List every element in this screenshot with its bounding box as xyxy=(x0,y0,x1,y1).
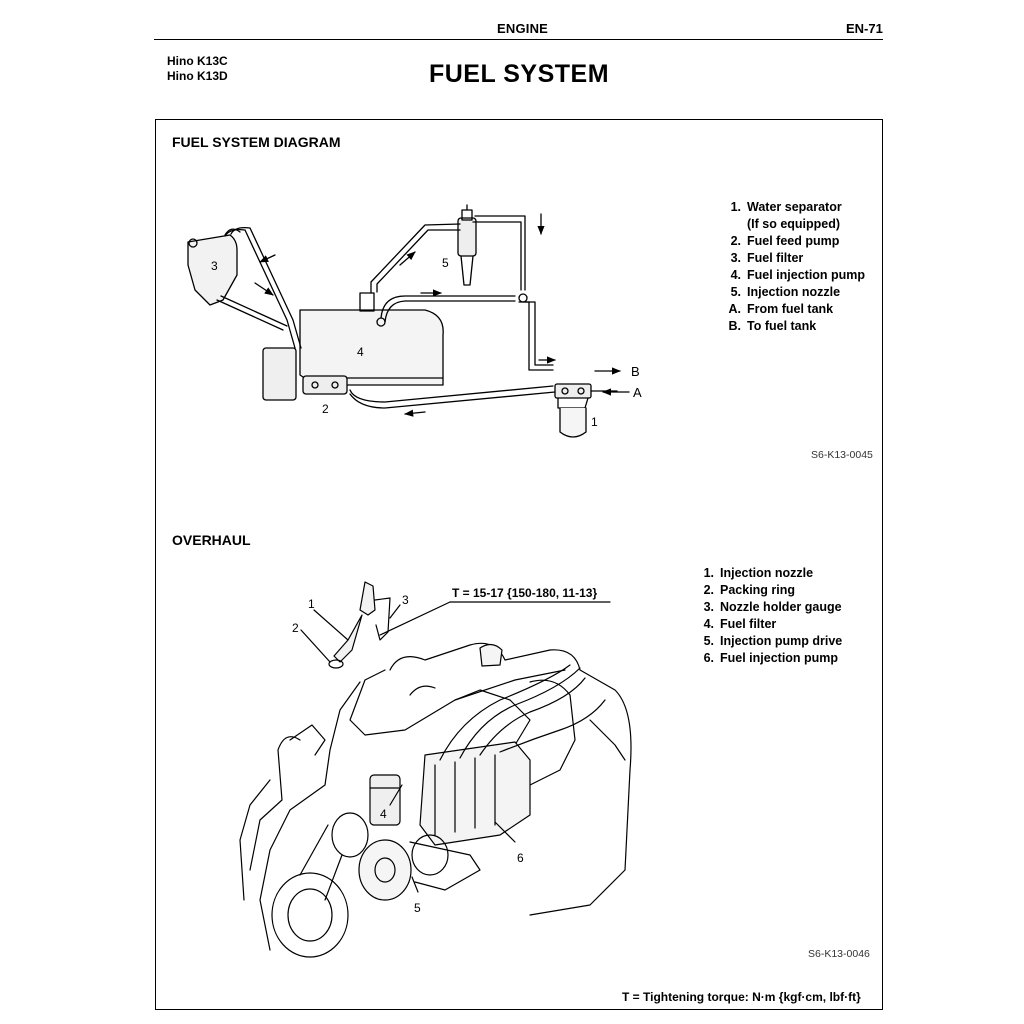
legend-item: 5.Injection nozzle xyxy=(730,285,841,299)
page-title: FUEL SYSTEM xyxy=(428,60,610,88)
callout-3: 3 xyxy=(211,259,218,273)
feed-pump-drawing xyxy=(302,375,348,395)
return-line xyxy=(518,301,554,371)
fuel-line xyxy=(220,295,288,327)
fuel-filter-drawing xyxy=(187,228,241,306)
leader-line xyxy=(411,876,419,893)
injection-line xyxy=(499,699,606,753)
callout-3: 3 xyxy=(402,593,409,607)
legend-item: 3.Nozzle holder gauge xyxy=(703,600,842,614)
flow-arrow xyxy=(259,254,276,263)
torque-leader xyxy=(379,601,451,636)
injection-nozzle-drawing xyxy=(457,204,477,286)
fuel-line xyxy=(380,295,516,319)
header-page-number: EN-71 xyxy=(846,21,883,36)
fuel-line xyxy=(216,299,284,331)
content-frame xyxy=(155,119,883,1010)
fuel-line xyxy=(384,300,516,323)
overhaul-heading: OVERHAUL xyxy=(172,532,251,548)
fuel-line xyxy=(370,223,461,294)
leader-line xyxy=(389,784,403,806)
callout-6: 6 xyxy=(517,851,524,865)
callout-1: 1 xyxy=(308,597,315,611)
callout-5: 5 xyxy=(442,256,449,270)
flow-arrow xyxy=(254,282,274,296)
model-name: Hino K13C xyxy=(167,54,228,68)
header-rule xyxy=(154,39,883,40)
torque-footnote: T = Tightening torque: N·m {kgf·cm, lbf·… xyxy=(622,990,861,1004)
callout-B: B xyxy=(631,364,640,379)
governor-housing-drawing xyxy=(262,347,297,401)
injection-line xyxy=(459,667,581,759)
callout-2: 2 xyxy=(292,621,299,635)
header-section: ENGINE xyxy=(497,21,549,36)
legend-item: 1.Water separator xyxy=(730,200,842,214)
callout-1: 1 xyxy=(591,415,598,429)
model-name: Hino K13D xyxy=(167,69,228,83)
feed-line xyxy=(349,391,556,409)
legend-item: 2.Fuel feed pump xyxy=(730,234,840,248)
fuel-line xyxy=(474,215,526,291)
legend-item: 2.Packing ring xyxy=(703,583,796,597)
engine-overhaul-illustration: T = 15-17 {150-180, 11-13} xyxy=(239,581,632,958)
leader-line xyxy=(300,629,331,663)
injection-pump-drawing xyxy=(369,741,531,846)
diagram-legend: 1.Water separator (If so equipped) 2.Fue… xyxy=(722,199,866,335)
feed-line xyxy=(349,385,554,403)
line-joint xyxy=(518,293,528,303)
injection-line xyxy=(439,664,571,761)
legend-item: 4.Fuel filter xyxy=(703,617,777,631)
callout-4: 4 xyxy=(380,807,387,821)
return-line xyxy=(524,301,554,366)
engine-block-drawing xyxy=(239,642,632,951)
leader-line xyxy=(389,604,401,619)
callout-5: 5 xyxy=(414,901,421,915)
fuel-line xyxy=(472,221,522,291)
fuel-line xyxy=(230,226,302,349)
model-list: Hino K13C Hino K13D xyxy=(167,54,228,84)
legend-item-note: (If so equipped) xyxy=(747,217,841,231)
legend-item: 4.Fuel injection pump xyxy=(730,268,866,282)
pump-drive-drawing xyxy=(271,812,481,958)
figure-code: S6-K13-0045 xyxy=(811,449,873,461)
legend-item: 5.Injection pump drive xyxy=(703,634,843,648)
injection-line xyxy=(479,677,586,756)
water-separator-drawing xyxy=(554,383,592,438)
flow-arrow xyxy=(399,251,416,266)
callout-2: 2 xyxy=(322,402,329,416)
callout-A: A xyxy=(633,385,642,400)
fuel-system-diagram: 3 4 5 2 1 B A xyxy=(187,204,642,438)
torque-label: T = 15-17 {150-180, 11-13} xyxy=(452,586,597,600)
legend-item: 3.Fuel filter xyxy=(730,251,804,265)
leader-line xyxy=(313,609,349,641)
leader-line xyxy=(494,821,516,843)
callout-4: 4 xyxy=(357,345,364,359)
legend-item: A.From fuel tank xyxy=(728,302,834,316)
fuel-line xyxy=(589,719,626,761)
diagram-heading: FUEL SYSTEM DIAGRAM xyxy=(172,134,341,150)
injection-pump-drawing xyxy=(299,292,444,386)
legend-item: 6.Fuel injection pump xyxy=(703,651,839,665)
figure-code: S6-K13-0046 xyxy=(808,948,870,960)
fuel-line xyxy=(376,229,461,293)
overhaul-legend: 1.Injection nozzle 2.Packing ring 3.Nozz… xyxy=(695,565,843,667)
nozzle-exploded-drawing xyxy=(328,581,391,669)
legend-item: B.To fuel tank xyxy=(728,319,817,333)
flow-arrow xyxy=(404,409,426,417)
legend-item: 1.Injection nozzle xyxy=(703,566,814,580)
